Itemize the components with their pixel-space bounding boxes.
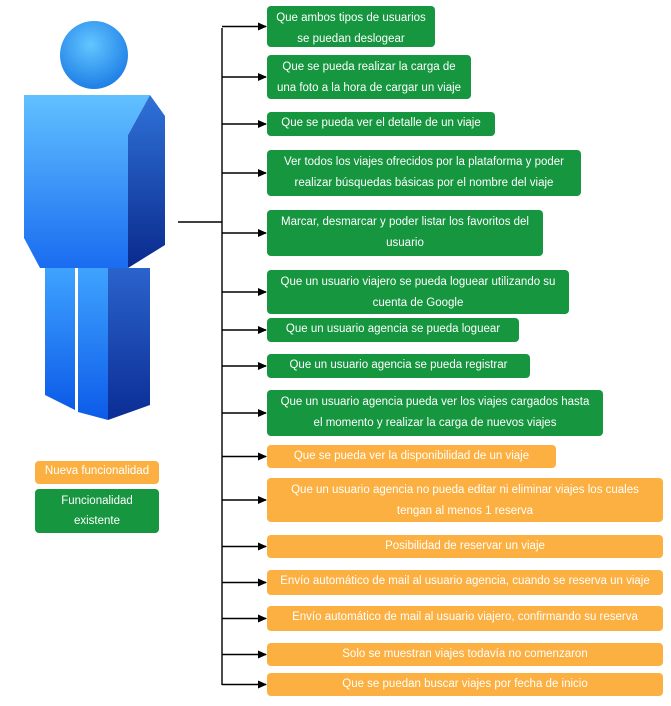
feature-box: Que se pueda ver el detalle de un viaje xyxy=(267,112,495,136)
feature-box: Que ambos tipos de usuarios se puedan de… xyxy=(267,6,435,47)
figure-torso-front xyxy=(24,95,150,268)
feature-line1: Que se pueda ver el detalle de un viaje xyxy=(281,117,481,129)
feature-line1: Que un usuario agencia se pueda registra… xyxy=(289,359,508,371)
feature-box: Envío automático de mail al usuario agen… xyxy=(267,570,663,595)
feature-line1: Que se puedan buscar viajes por fecha de… xyxy=(342,678,588,690)
feature-box: Posibilidad de reservar un viaje xyxy=(267,535,663,558)
figure-leg-right xyxy=(78,268,108,420)
feature-line1: Envío automático de mail al usuario viaj… xyxy=(292,611,638,623)
legend-existing-label-line2: existente xyxy=(73,515,121,527)
feature-line1: Que un usuario agencia se pueda loguear xyxy=(285,323,501,335)
feature-line1: Que un usuario agencia pueda ver los via… xyxy=(280,396,590,408)
figure-head xyxy=(60,21,128,89)
feature-line1: Ver todos los viajes ofrecidos por la pl… xyxy=(284,156,564,168)
feature-line2: realizar búsquedas básicas por el nombre… xyxy=(294,177,554,189)
figure-leg-left xyxy=(45,268,75,410)
feature-line2: se puedan deslogear xyxy=(297,33,405,45)
feature-box: Que un usuario agencia se pueda registra… xyxy=(267,354,530,378)
feature-box: Envío automático de mail al usuario viaj… xyxy=(267,606,663,631)
feature-line1: Solo se muestran viajes todavía no comen… xyxy=(342,648,588,660)
feature-line2: usuario xyxy=(386,237,424,249)
feature-box: Que se puedan buscar viajes por fecha de… xyxy=(267,673,663,696)
feature-line1: Que un usuario agencia no pueda editar n… xyxy=(291,484,639,496)
connectors xyxy=(178,22,267,689)
feature-line1: Que un usuario viajero se pueda loguear … xyxy=(280,276,556,288)
feature-box: Marcar, desmarcar y poder listar los fav… xyxy=(267,210,543,256)
feature-line1: Posibilidad de reservar un viaje xyxy=(385,540,545,552)
feature-line1: Envío automático de mail al usuario agen… xyxy=(280,575,650,587)
feature-line2: una foto a la hora de cargar un viaje xyxy=(276,82,462,94)
feature-box: Que un usuario agencia se pueda loguear xyxy=(267,318,519,342)
feature-line1: Que ambos tipos de usuarios xyxy=(276,12,426,24)
feature-box: Que un usuario agencia pueda ver los via… xyxy=(267,390,603,436)
feature-line1: Que se pueda ver la disponibilidad de un… xyxy=(293,450,530,462)
feature-box: Solo se muestran viajes todavía no comen… xyxy=(267,643,663,666)
feature-line2: cuenta de Google xyxy=(372,297,464,309)
feature-box: Que un usuario agencia no pueda editar n… xyxy=(267,478,663,522)
feature-box: Ver todos los viajes ofrecidos por la pl… xyxy=(267,150,581,196)
feature-line1: Que se pueda realizar la carga de xyxy=(282,61,456,73)
figure-torso-side xyxy=(128,95,165,268)
figure-leg-side xyxy=(108,268,150,420)
feature-line2: tengan al menos 1 reserva xyxy=(396,505,534,517)
feature-box: Que se pueda realizar la carga de una fo… xyxy=(267,55,471,99)
legend-existing-functionality: Funcionalidad existente xyxy=(35,489,159,533)
feature-line2: el momento y realizar la carga de nuevos… xyxy=(313,417,557,429)
legend-existing-label-line1: Funcionalidad xyxy=(61,495,133,507)
user-figure-icon xyxy=(24,21,165,420)
feature-line1: Marcar, desmarcar y poder listar los fav… xyxy=(281,216,529,228)
legend-new-functionality: Nueva funcionalidad xyxy=(35,461,159,484)
legend-new-label: Nueva funcionalidad xyxy=(44,465,150,477)
feature-box: Que un usuario viajero se pueda loguear … xyxy=(267,270,569,314)
feature-box: Que se pueda ver la disponibilidad de un… xyxy=(267,445,556,468)
